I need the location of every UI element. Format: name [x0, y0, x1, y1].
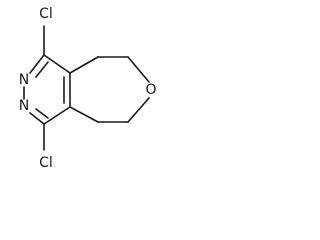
- atom-o-ring: O: [145, 82, 156, 98]
- bond-c8-o: [127, 56, 150, 83]
- bond-c9a-c9: [69, 56, 99, 74]
- bond-n3-c4-double: [35, 108, 49, 119]
- bond-c9a-c1: [43, 54, 71, 74]
- bond-o-c6: [127, 97, 150, 123]
- atom-n-lower: N: [19, 98, 29, 114]
- bond-c5-c4a: [69, 106, 99, 123]
- atom-cl-bottom: Cl: [39, 155, 53, 171]
- molecule-structure: Cl N N O Cl: [19, 6, 157, 171]
- atom-cl-top: Cl: [39, 6, 53, 22]
- atom-n-upper: N: [19, 72, 29, 88]
- bond-c4-c4a: [43, 106, 71, 125]
- bond-c1-n2: [29, 54, 45, 74]
- bond-c1-n2-double: [35, 61, 49, 78]
- bond-n3-c4: [29, 112, 45, 125]
